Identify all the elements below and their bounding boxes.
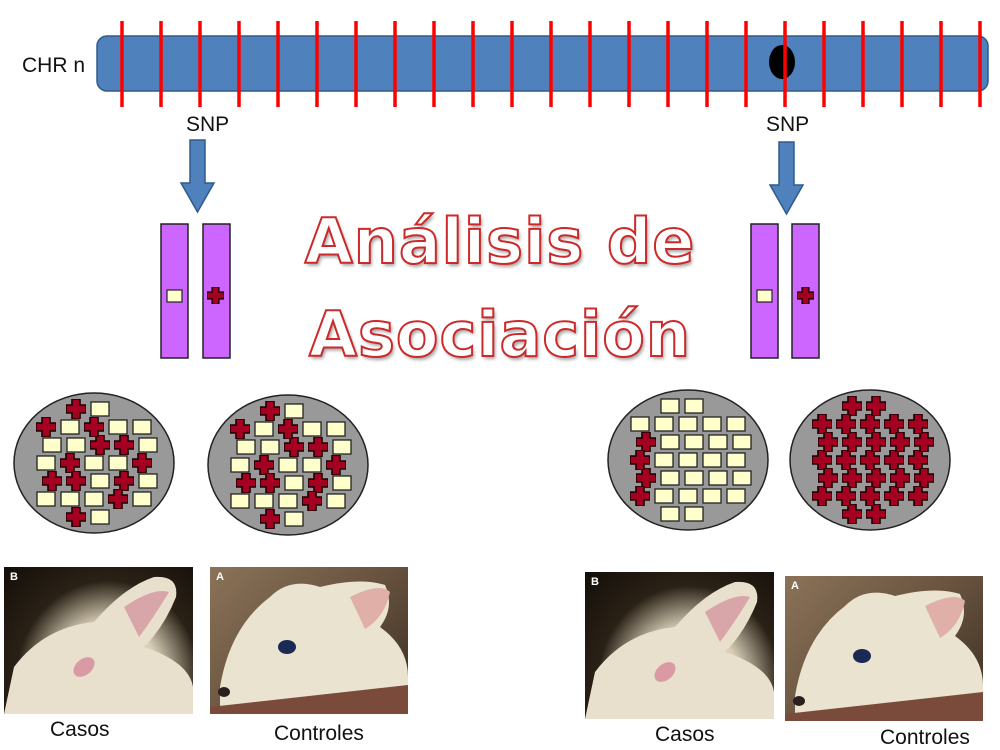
allele-square xyxy=(60,419,80,435)
allele-square xyxy=(90,473,110,489)
allele-square xyxy=(678,416,698,432)
snp-marker-group xyxy=(120,21,982,107)
allele-square xyxy=(678,452,698,468)
photo-tag: B xyxy=(591,576,599,588)
caption-right-controls: Controles xyxy=(880,726,970,749)
allele-square xyxy=(732,434,752,450)
allele-square xyxy=(630,416,650,432)
allele-square xyxy=(654,452,674,468)
allele-square xyxy=(660,434,680,450)
allele-square xyxy=(332,475,352,491)
left-snp-label: SNP xyxy=(186,113,230,136)
lamb-illustration xyxy=(785,590,983,721)
allele-square xyxy=(60,491,80,507)
allele-square xyxy=(708,434,728,450)
allele-square xyxy=(654,488,674,504)
allele-square xyxy=(684,470,704,486)
allele-square xyxy=(278,457,298,473)
allele-square xyxy=(284,475,304,491)
allele-square xyxy=(702,416,722,432)
allele-square xyxy=(684,506,704,522)
chromosome-label: CHR n xyxy=(22,54,86,77)
allele-square xyxy=(230,493,250,509)
allele-square xyxy=(254,421,274,437)
left-snp-arrow xyxy=(179,139,216,214)
allele-square xyxy=(732,470,752,486)
right-snp-arrow xyxy=(768,141,805,216)
allele-square xyxy=(684,434,704,450)
allele-square xyxy=(84,491,104,507)
photo-lamb-case-left: B xyxy=(4,567,193,714)
population-right-controls xyxy=(789,389,951,531)
photo-tag: A xyxy=(791,580,799,592)
allele-square xyxy=(302,457,322,473)
allele-square xyxy=(654,416,674,432)
right-chromosome-pair xyxy=(750,223,820,359)
allele-square xyxy=(236,439,256,455)
chromosome-bar xyxy=(96,35,989,92)
lamb-illustration xyxy=(585,581,774,719)
allele-square xyxy=(708,470,728,486)
allele-square xyxy=(684,398,704,414)
photo-tag: B xyxy=(10,571,18,583)
allele-square xyxy=(726,416,746,432)
population-right-cases xyxy=(607,389,769,531)
photo-lamb-control-left: A xyxy=(210,567,408,714)
lamb-illustration xyxy=(4,576,193,714)
caption-left-controls: Controles xyxy=(274,722,364,745)
allele-square xyxy=(284,511,304,527)
lamb-illustration xyxy=(210,581,408,714)
allele-square xyxy=(108,419,128,435)
associated-locus-marker xyxy=(769,45,795,79)
allele-square xyxy=(660,470,680,486)
caption-right-cases: Casos xyxy=(655,723,715,746)
title-line-2: Asociación xyxy=(308,297,692,372)
photo-tag: A xyxy=(216,571,224,583)
allele-square xyxy=(702,488,722,504)
population-left-cases xyxy=(13,392,175,534)
allele-square xyxy=(702,452,722,468)
allele-square xyxy=(42,437,62,453)
left-chromosome-pair xyxy=(160,223,231,359)
allele-square xyxy=(756,289,773,303)
allele-square xyxy=(726,452,746,468)
allele-square xyxy=(278,493,298,509)
allele-square xyxy=(726,488,746,504)
allele-square xyxy=(108,455,128,471)
allele-square xyxy=(660,506,680,522)
title-line-1: Análisis de xyxy=(304,204,696,279)
allele-square xyxy=(260,439,280,455)
right-snp-label: SNP xyxy=(766,113,810,136)
allele-square xyxy=(90,401,110,417)
caption-left-cases: Casos xyxy=(50,718,110,741)
allele-square xyxy=(132,491,152,507)
allele-square xyxy=(138,473,158,489)
allele-square xyxy=(254,493,274,509)
allele-square xyxy=(302,421,322,437)
allele-square xyxy=(332,439,352,455)
allele-square xyxy=(660,398,680,414)
photo-lamb-control-right: A xyxy=(785,576,983,721)
allele-square xyxy=(36,455,56,471)
allele-square xyxy=(36,491,56,507)
allele-square xyxy=(284,403,304,419)
allele-square xyxy=(326,493,346,509)
allele-square xyxy=(138,437,158,453)
allele-square xyxy=(166,289,183,303)
allele-square xyxy=(678,488,698,504)
allele-square xyxy=(90,509,110,525)
population-left-controls xyxy=(207,394,369,536)
allele-square xyxy=(132,419,152,435)
allele-square xyxy=(326,421,346,437)
allele-square xyxy=(66,437,86,453)
photo-lamb-case-right: B xyxy=(585,572,774,719)
allele-square xyxy=(84,455,104,471)
allele-square xyxy=(230,457,250,473)
